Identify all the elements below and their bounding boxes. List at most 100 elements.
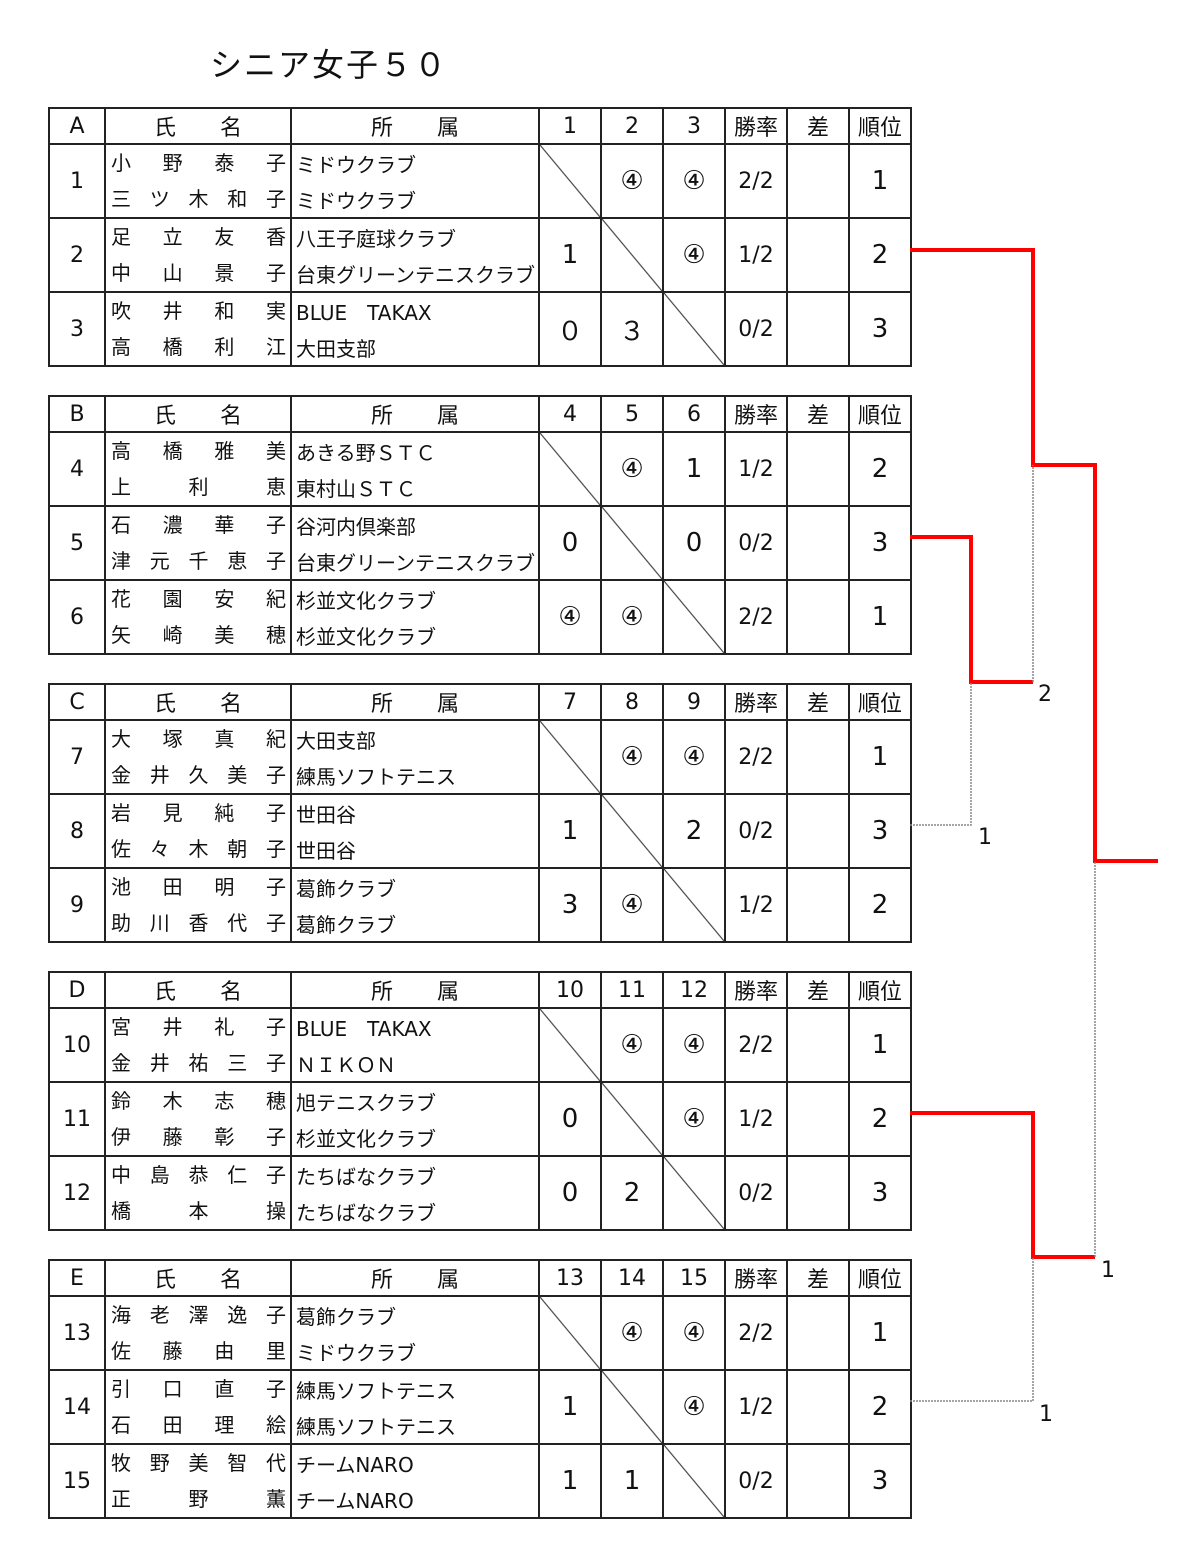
rank: 1 <box>848 1007 912 1083</box>
header-col: 12 <box>662 971 726 1009</box>
rank: 2 <box>848 431 912 507</box>
bracket-score: 1 <box>1039 1402 1053 1427</box>
affiliation: BLUE TAKAX <box>296 300 432 325</box>
score-cell: ④ <box>600 719 664 795</box>
affiliation-cell: 練馬ソフトテニス練馬ソフトテニス <box>290 1369 540 1445</box>
score-cell: ④ <box>600 867 664 943</box>
header-winrate: 勝率 <box>724 971 788 1009</box>
diff <box>786 1369 850 1445</box>
affiliation-cell: 旭テニスクラブ杉並文化クラブ <box>290 1081 540 1157</box>
score-cell: ３ <box>600 291 664 367</box>
affiliation: あきる野ＳＴＣ <box>296 440 436 465</box>
group-id: B <box>48 395 106 433</box>
winrate: 2/2 <box>724 1295 788 1371</box>
group-id: E <box>48 1259 106 1297</box>
name-cell: 吹井和実高橋利江 <box>104 291 292 367</box>
header-col: 9 <box>662 683 726 721</box>
affiliation: 練馬ソフトテニス <box>296 764 456 789</box>
affiliation: ミドウクラブ <box>296 152 416 177</box>
header-affiliation: 所 属 <box>290 395 540 433</box>
bracket-win-line <box>910 248 1158 863</box>
player-name: 足立友香 <box>111 225 286 249</box>
name-cell: 石濃華子津元千恵子 <box>104 505 292 581</box>
score-cell: 1 <box>538 1443 602 1519</box>
rank: 1 <box>848 143 912 219</box>
diff <box>786 217 850 293</box>
affiliation: 台東グリーンテニスクラブ <box>296 550 535 575</box>
winrate: 1/2 <box>724 1369 788 1445</box>
diagonal-cell <box>600 217 664 293</box>
diagonal-cell <box>662 867 726 943</box>
entry-number: 14 <box>48 1369 106 1445</box>
diff <box>786 1081 850 1157</box>
header-winrate: 勝率 <box>724 683 788 721</box>
player-name: 花園安紀 <box>111 587 286 611</box>
header-rank: 順位 <box>848 107 912 145</box>
player-name: 引口直子 <box>111 1377 286 1401</box>
player-name: 岩見純子 <box>111 801 286 825</box>
rank: 1 <box>848 1295 912 1371</box>
affiliation: BLUE TAKAX <box>296 1016 432 1041</box>
diff <box>786 1007 850 1083</box>
name-cell: 小野泰子三ツ木和子 <box>104 143 292 219</box>
header-name: 氏 名 <box>104 1259 292 1297</box>
diff <box>786 143 850 219</box>
affiliation: 練馬ソフトテニス <box>296 1378 456 1403</box>
player-name: 牧野美智代 <box>111 1451 286 1475</box>
score-cell: 0 <box>538 1155 602 1231</box>
affiliation-cell: BLUE TAKAX 大田支部 <box>290 291 540 367</box>
score-cell: 1 <box>538 1369 602 1445</box>
score-cell: ④ <box>538 579 602 655</box>
header-diff: 差 <box>786 971 850 1009</box>
player-name: 金井祐三子 <box>111 1051 286 1075</box>
score-cell: 1 <box>538 217 602 293</box>
player-name: 小野泰子 <box>111 151 286 175</box>
score-cell: 1 <box>662 431 726 507</box>
entry-number: 11 <box>48 1081 106 1157</box>
winrate: 2/2 <box>724 1007 788 1083</box>
player-name: 矢崎美穂 <box>111 623 286 647</box>
affiliation: 葛飾クラブ <box>296 1304 396 1329</box>
header-name: 氏 名 <box>104 683 292 721</box>
name-cell: 岩見純子佐々木朝子 <box>104 793 292 869</box>
diff <box>786 793 850 869</box>
header-rank: 順位 <box>848 683 912 721</box>
diagonal-cell <box>600 1081 664 1157</box>
rank: 1 <box>848 719 912 795</box>
header-rank: 順位 <box>848 395 912 433</box>
player-name: 津元千恵子 <box>111 549 286 573</box>
diagonal-cell <box>600 505 664 581</box>
affiliation: ＮＩＫＯＮ <box>296 1052 396 1077</box>
diff <box>786 291 850 367</box>
score-cell: 2 <box>600 1155 664 1231</box>
header-winrate: 勝率 <box>724 1259 788 1297</box>
score-cell: ④ <box>662 719 726 795</box>
header-name: 氏 名 <box>104 107 292 145</box>
entry-number: 1 <box>48 143 106 219</box>
entry-number: 9 <box>48 867 106 943</box>
header-col: 3 <box>662 107 726 145</box>
affiliation: 大田支部 <box>296 336 376 361</box>
player-name: 高橋雅美 <box>111 439 286 463</box>
header-affiliation: 所 属 <box>290 107 540 145</box>
player-name: 上利恵 <box>111 475 286 499</box>
score-cell: 0 <box>538 1081 602 1157</box>
affiliation: 谷河内倶楽部 <box>296 514 416 539</box>
header-col: 7 <box>538 683 602 721</box>
diff <box>786 431 850 507</box>
affiliation-cell: 葛飾クラブミドウクラブ <box>290 1295 540 1371</box>
bracket-win-line <box>910 535 1033 684</box>
player-name: 高橋利江 <box>111 335 286 359</box>
diagonal-cell <box>662 579 726 655</box>
header-rank: 順位 <box>848 1259 912 1297</box>
header-col: 6 <box>662 395 726 433</box>
score-cell: ④ <box>662 1369 726 1445</box>
